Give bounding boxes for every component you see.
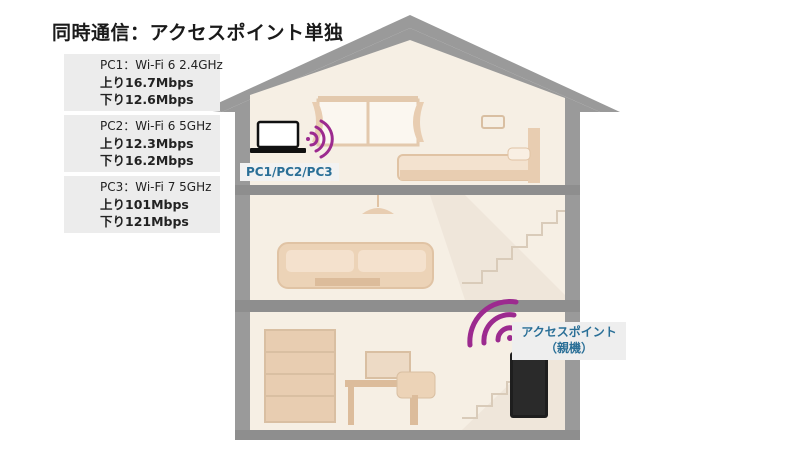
speed-up-pc3: 上り101Mbps	[100, 197, 189, 212]
speed-up-pc1: 上り16.7Mbps	[100, 75, 194, 90]
speed-down-pc3: 下り121Mbps	[100, 214, 189, 229]
page-title: 同時通信：アクセスポイント単独	[52, 22, 344, 44]
access-point-label: アクセスポイント （親機）	[512, 322, 626, 360]
wifi-icon-pc	[306, 119, 334, 159]
coffee-table	[315, 278, 380, 286]
house-roof	[203, 15, 620, 112]
pc-label: PC1/PC2/PC3	[240, 163, 339, 181]
ceiling-lamp	[362, 208, 394, 214]
speed-header-pc3: PC3：Wi-Fi 7 5GHz	[100, 180, 212, 194]
floor-1	[235, 185, 580, 195]
speed-box-pc1: PC1：Wi-Fi 6 2.4GHz 上り16.7Mbps 下り12.6Mbps	[64, 54, 223, 111]
access-point-label-line2: （親機）	[544, 341, 593, 355]
speed-box-pc2: PC2：Wi-Fi 6 5GHz 上り12.3Mbps 下り16.2Mbps	[64, 115, 220, 172]
ground-line	[235, 430, 580, 440]
desk	[345, 380, 420, 387]
speed-header-pc2: PC2：Wi-Fi 6 5GHz	[100, 119, 212, 133]
wifi-icon-ap	[467, 299, 519, 348]
access-point-icon	[510, 352, 548, 418]
access-point-label-line1: アクセスポイント	[521, 325, 617, 339]
speed-down-pc2: 下り16.2Mbps	[100, 153, 194, 168]
wall-vent	[481, 115, 505, 129]
laptop-icon	[250, 120, 306, 153]
speed-box-pc3: PC3：Wi-Fi 7 5GHz 上り101Mbps 下り121Mbps	[64, 176, 220, 233]
chair	[396, 371, 436, 399]
speed-down-pc1: 下り12.6Mbps	[100, 92, 194, 107]
speed-header-pc1: PC1：Wi-Fi 6 2.4GHz	[100, 58, 223, 72]
floor-2	[235, 300, 580, 312]
bookshelf	[264, 329, 336, 423]
staircase-upper	[430, 195, 565, 300]
speed-up-pc2: 上り12.3Mbps	[100, 136, 194, 151]
